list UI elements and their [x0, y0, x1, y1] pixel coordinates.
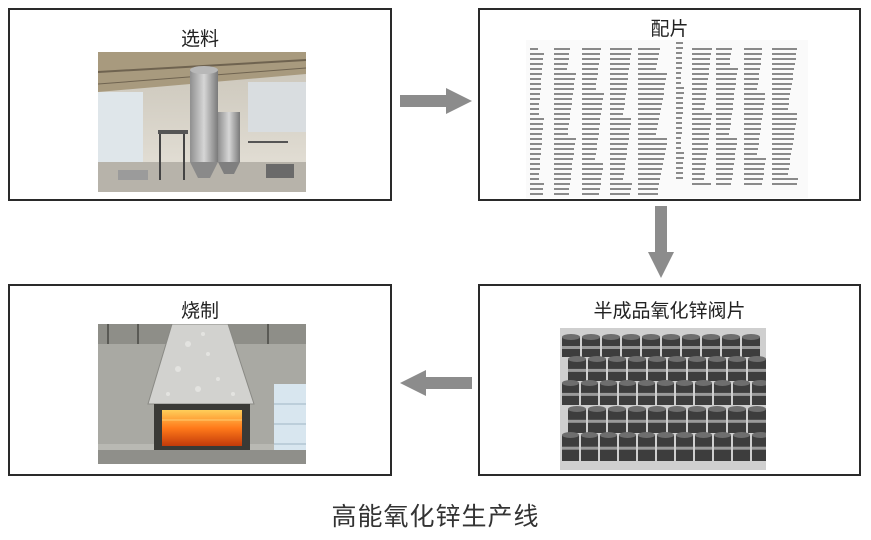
- arrow-right-icon: [400, 88, 472, 114]
- arrow-down-icon: [648, 206, 674, 278]
- step-label: 烧制: [180, 300, 219, 322]
- step-box-material-selection: 选料: [8, 8, 392, 201]
- diagram-caption: 高能氧化锌生产线: [331, 502, 540, 531]
- step-label: 配片: [650, 18, 689, 40]
- step-box-sintering: 烧制: [8, 284, 392, 476]
- factory-silo-photo: [98, 52, 306, 192]
- step-box-semi-finished-discs: 半成品氧化锌阀片: [478, 284, 861, 476]
- kiln-furnace-photo: [98, 324, 306, 464]
- step-label: 半成品氧化锌阀片: [593, 300, 746, 322]
- zinc-oxide-disc-stack-photo: [560, 328, 766, 470]
- arrow-left-icon: [400, 370, 472, 396]
- formula-table-sheet: [526, 40, 808, 198]
- step-box-formulation: 配片: [478, 8, 861, 201]
- step-label: 选料: [180, 28, 219, 50]
